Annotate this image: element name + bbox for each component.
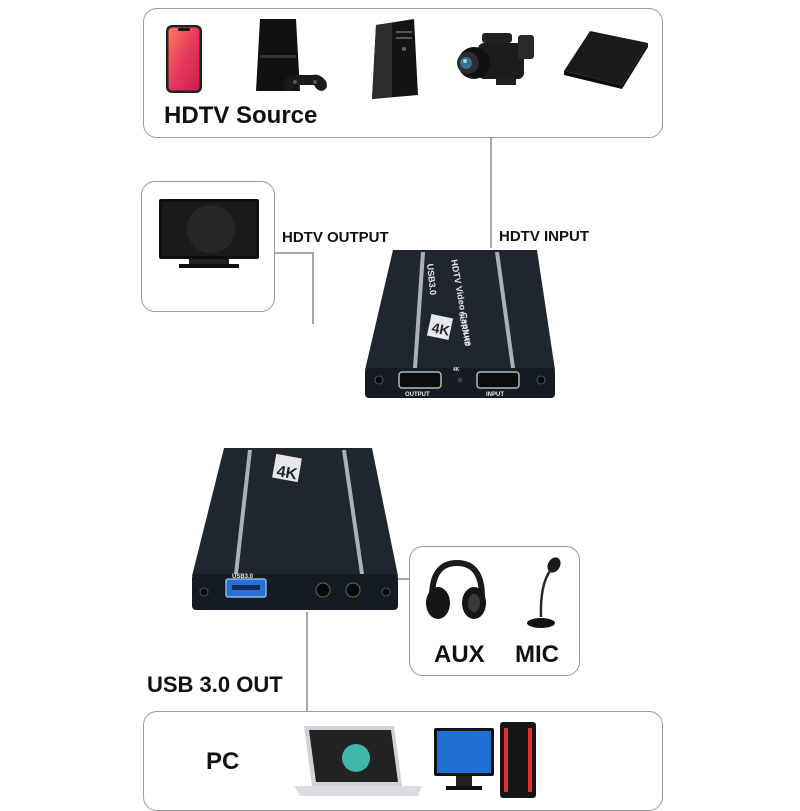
tv-box-icon	[564, 31, 648, 89]
line-aux-mic-connector	[389, 578, 410, 580]
source-title: HDTV Source	[164, 102, 318, 129]
laptop-icon	[294, 726, 422, 796]
line-source-to-input	[490, 138, 492, 248]
front-usb-brand: USB3.0	[425, 263, 438, 295]
front-led-label: 4K	[453, 367, 460, 373]
line-usb-to-pc	[306, 612, 308, 712]
audio-jack-2	[345, 582, 361, 598]
hdtv-output-label: HDTV OUTPUT	[282, 229, 389, 246]
pc-box: PC	[143, 711, 663, 811]
audio-jack-1	[315, 582, 331, 598]
hdmi-input-port	[476, 371, 520, 389]
svg-text:4K: 4K	[275, 463, 299, 483]
camcorder-icon	[457, 33, 534, 85]
hdtv-source-box: HDTV Source	[143, 8, 663, 138]
microphone-icon	[527, 557, 561, 628]
aux-mic-box: AUX MIC	[409, 546, 580, 676]
front-input-port-label: INPUT	[486, 392, 504, 398]
tv-output-box	[141, 181, 275, 312]
smartphone-icon	[166, 25, 202, 93]
rear-usb-port-label: USB3.0	[232, 574, 254, 580]
front-4k-badge: 4K	[430, 319, 451, 338]
front-output-port-label: OUTPUT	[405, 392, 430, 398]
desktop-tower-icon	[372, 19, 418, 99]
pc-label: PC	[206, 748, 240, 775]
tv-monitor-icon	[159, 199, 259, 268]
line-tv-vertical	[312, 252, 314, 324]
capture-device-rear: 4K USB3.0	[192, 448, 398, 610]
game-console-icon	[256, 19, 327, 91]
desktop-pc-icon	[434, 722, 536, 798]
usb-out-label: USB 3.0 OUT	[147, 672, 283, 697]
headphones-icon	[426, 559, 486, 619]
hdmi-output-port	[398, 371, 442, 389]
aux-label: AUX	[434, 641, 485, 668]
capture-device-front: USB3.0 HDTV Video Capture 4K ULTRA HD 4K…	[365, 250, 555, 398]
line-tv-horizontal	[275, 252, 313, 254]
hdtv-input-label: HDTV INPUT	[499, 228, 589, 245]
mic-label: MIC	[515, 641, 559, 668]
